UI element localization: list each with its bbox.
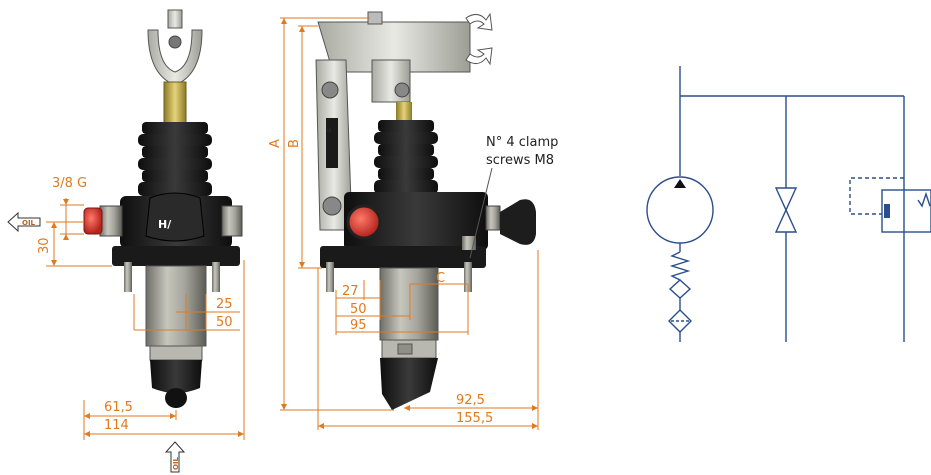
- front-base-plate: [112, 246, 240, 266]
- front-right-fitting: [221, 205, 243, 237]
- note-leader-line: [469, 167, 493, 259]
- front-logo: H/: [158, 218, 172, 231]
- side-view: H/: [315, 11, 536, 410]
- pump-direction-icon: [674, 179, 686, 188]
- dim-114-label: 114: [104, 418, 129, 433]
- side-logo: H/: [327, 128, 332, 133]
- dim-27-label: 27: [342, 284, 359, 299]
- side-body: [344, 192, 488, 250]
- dim-C-label: C: [436, 271, 445, 286]
- side-lower-pivot: [322, 196, 342, 216]
- front-clamp-screw-right: [212, 262, 220, 292]
- needle-valve-bottom: [774, 208, 798, 233]
- side-link-nut: [394, 82, 410, 98]
- check-valve-symbol: [668, 279, 692, 299]
- front-center-knob: [145, 192, 205, 242]
- dimension-lines: [46, 17, 539, 440]
- front-left-fitting: [99, 205, 123, 237]
- front-view: H/: [83, 9, 243, 408]
- side-bellows: [374, 120, 438, 194]
- front-handle-clevis: [147, 9, 203, 86]
- note-line-2: screws M8: [486, 153, 554, 168]
- dim-B-label: B: [287, 139, 302, 148]
- side-clamp-screw-left: [326, 262, 334, 292]
- rotate-up-icon: [465, 12, 493, 31]
- dim-A-label: A: [268, 139, 283, 148]
- front-bottom-boot: [150, 360, 202, 393]
- dim-thread-label: 3/8 G: [52, 176, 87, 191]
- needle-valve-top: [774, 187, 798, 212]
- side-clamp-screw-right: [464, 262, 472, 292]
- side-valve-stem: [485, 205, 501, 231]
- oil-port-left-icon: OIL: [7, 211, 41, 233]
- relief-valve-element: [884, 204, 890, 218]
- front-clamp-screw-left: [124, 262, 132, 292]
- front-bottom-tip: [165, 388, 187, 408]
- dim-61-5-label: 61,5: [104, 400, 133, 415]
- oil-port-bottom-icon: OIL: [164, 441, 186, 473]
- front-bellows: [138, 122, 212, 196]
- dim-92-5-label: 92,5: [456, 393, 485, 408]
- side-valve-knob[interactable]: [500, 199, 536, 245]
- front-red-plug: [83, 207, 103, 235]
- dim-155-5-label: 155,5: [456, 411, 493, 426]
- dim-50-right-label: 50: [350, 302, 367, 317]
- spring-symbol: [669, 251, 691, 281]
- front-cylinder-collar: [149, 345, 203, 361]
- dimension-arrows: [51, 18, 538, 437]
- note-line-1: N° 4 clamp: [486, 135, 558, 150]
- side-base-plate: [320, 246, 486, 268]
- side-lever-pin: [367, 11, 383, 25]
- pilot-line-dashed: [849, 177, 904, 215]
- front-brass-rod: [163, 81, 187, 125]
- dim-30-label: 30: [37, 237, 52, 254]
- side-brass-rod: [396, 102, 412, 122]
- side-pivot-nut: [321, 81, 339, 99]
- relief-spring: [917, 191, 931, 208]
- side-bottom-boot: [380, 358, 438, 410]
- dim-50-left-label: 50: [216, 315, 233, 330]
- front-cylinder: [145, 265, 207, 347]
- side-cylinder: [379, 267, 439, 341]
- hydraulic-schematic: [646, 66, 931, 342]
- side-red-plug: [346, 204, 382, 240]
- oil-left-label: OIL: [22, 219, 36, 227]
- dim-25-label: 25: [216, 297, 233, 312]
- rotate-down-icon: [465, 47, 493, 66]
- dim-95-label: 95: [350, 318, 367, 333]
- relief-valve-box: [881, 189, 931, 233]
- side-brand-plate: [326, 118, 338, 168]
- oil-bottom-label: OIL: [172, 456, 180, 470]
